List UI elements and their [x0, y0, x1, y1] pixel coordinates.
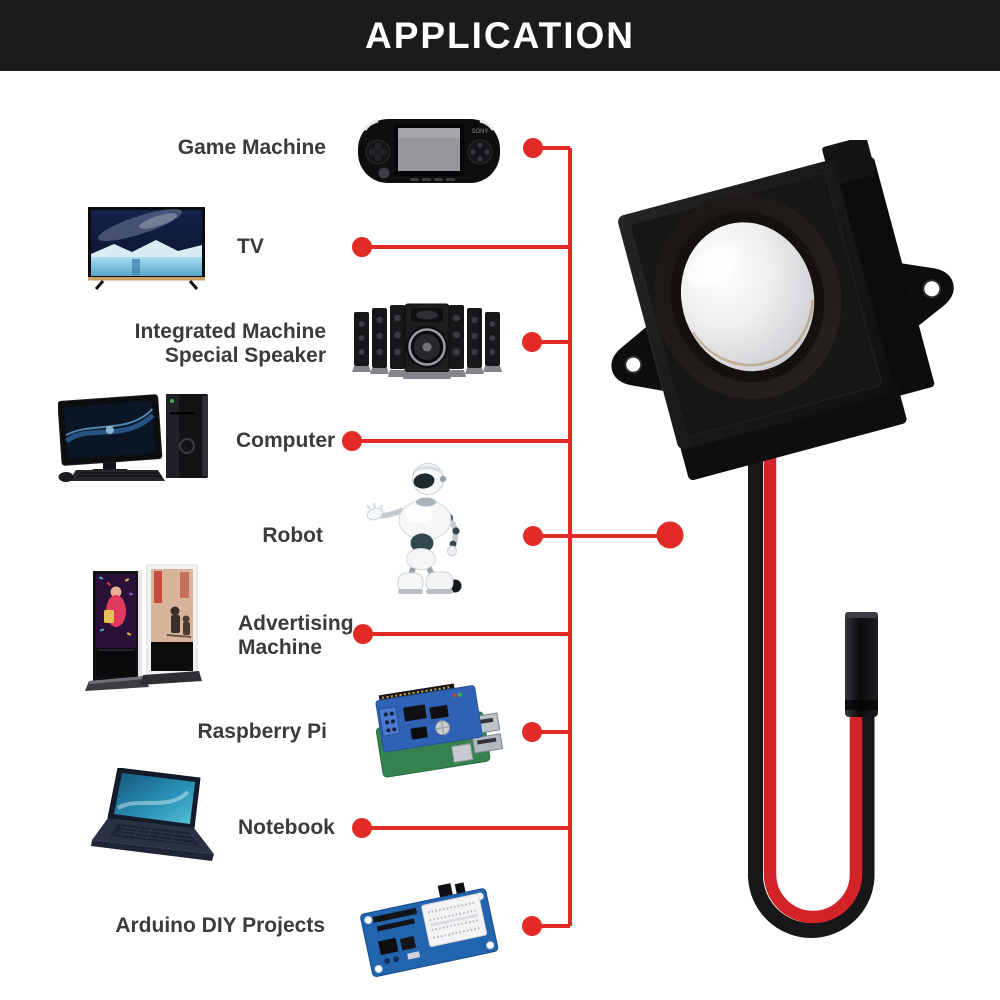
mini-speaker-product-photo — [611, 140, 954, 938]
laptop-icon — [88, 768, 220, 872]
page-title: APPLICATION — [364, 15, 636, 56]
speaker-array-icon — [352, 300, 502, 385]
label-integrated-machine-special-speaker: Integrated Machine Special Speaker — [134, 320, 326, 367]
label-advertising-machine: Advertising Machine — [238, 612, 354, 659]
dot-game-machine — [523, 138, 543, 158]
dot-speaker — [522, 332, 542, 352]
dot-advertising — [353, 624, 373, 644]
speaker-wires — [748, 435, 875, 938]
dot-arduino — [522, 916, 542, 936]
red-wire — [763, 435, 863, 924]
label-raspberry-pi: Raspberry Pi — [197, 720, 327, 743]
dot-robot — [523, 526, 543, 546]
speaker-box — [611, 140, 954, 481]
advertising-kiosk-icon — [83, 563, 202, 700]
humanoid-robot-icon — [365, 458, 475, 598]
arduino-board-icon — [350, 875, 505, 980]
label-game-machine: Game Machine — [177, 136, 326, 159]
label-notebook: Notebook — [238, 816, 335, 839]
handheld-game-console-icon: SONY — [358, 112, 500, 190]
connector-dots — [342, 138, 684, 936]
raspberry-pi-board-icon — [365, 675, 505, 788]
connector-lines — [352, 146, 670, 928]
wire-connector-plug — [845, 612, 878, 717]
dot-tv — [352, 237, 372, 257]
black-wire — [748, 435, 875, 938]
label-tv: TV — [237, 235, 264, 258]
dot-product-link — [656, 521, 684, 549]
dot-raspberry-pi — [522, 722, 542, 742]
flat-screen-tv-icon — [88, 207, 205, 291]
console-brand-text: SONY — [471, 129, 488, 135]
dot-notebook — [352, 818, 372, 838]
label-arduino-diy-projects: Arduino DIY Projects — [115, 914, 325, 937]
label-computer: Computer — [236, 429, 336, 452]
label-robot: Robot — [262, 524, 323, 547]
header-bar: APPLICATION — [0, 0, 1000, 71]
dot-computer — [342, 431, 362, 451]
desktop-computer-icon — [58, 392, 218, 485]
